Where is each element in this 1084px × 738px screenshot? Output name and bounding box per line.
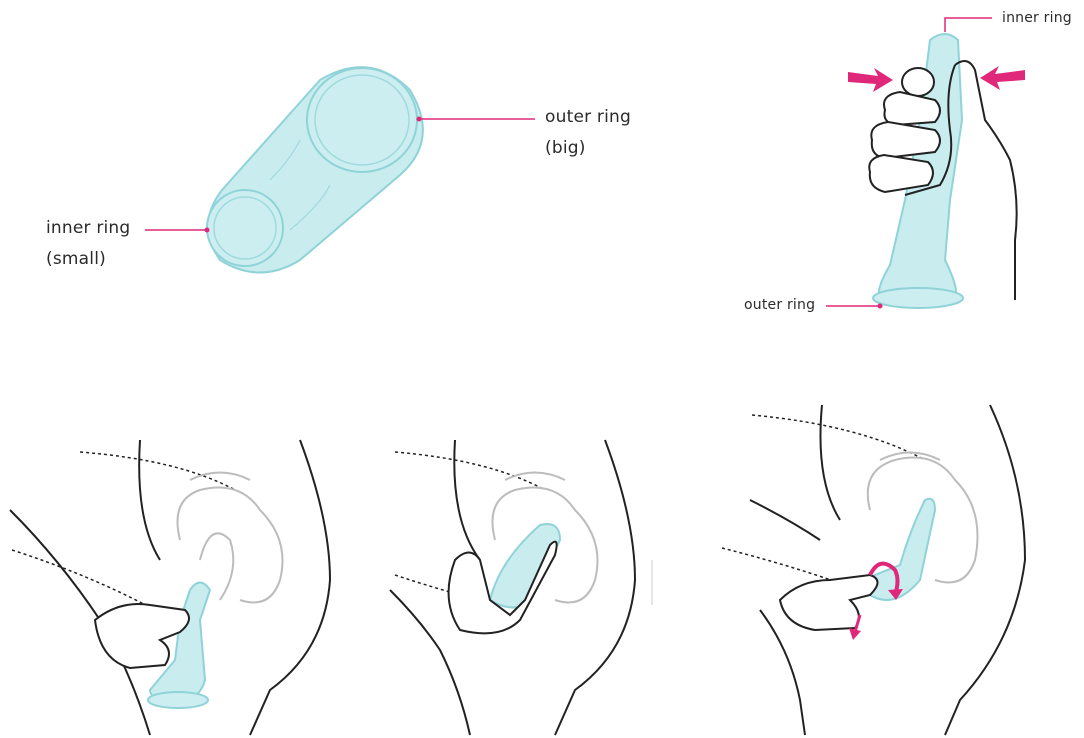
- finger-4: [869, 155, 933, 192]
- squeeze-inner-ring-label: inner ring: [1002, 10, 1072, 28]
- inner-ring-label: inner ring: [46, 218, 130, 239]
- arrow-left-right-icon: [980, 66, 1025, 90]
- inner-ring-size-label: (small): [46, 249, 106, 270]
- arrow-left-right-icon: [848, 68, 893, 92]
- organ-outline: [505, 473, 565, 481]
- outer-ring-base: [873, 288, 963, 308]
- outer-ring-big: [307, 68, 417, 172]
- finger-1: [902, 68, 934, 96]
- outer-ring-label: outer ring: [545, 107, 631, 128]
- dotted-line: [80, 452, 235, 490]
- body-outline: [250, 440, 330, 735]
- squeeze-illustration: [826, 18, 1025, 309]
- insertion-step-1: [10, 440, 330, 735]
- inner-ring-leader-dot: [205, 228, 210, 233]
- organ-outline: [880, 453, 940, 461]
- inner-ring-leader-line: [945, 18, 992, 32]
- outer-ring-base: [148, 692, 208, 708]
- body-outline: [750, 500, 820, 540]
- arrow-down-icon: [849, 628, 861, 640]
- condom-rings-illustration: [145, 67, 535, 272]
- insertion-step-3: [722, 405, 1025, 735]
- outer-ring-leader-dot: [417, 117, 422, 122]
- squeeze-outer-ring-label: outer ring: [744, 297, 815, 315]
- inner-ring-small: [207, 190, 283, 266]
- outer-ring-leader-dot: [878, 304, 883, 309]
- body-outline: [820, 405, 840, 520]
- hand-outline: [955, 61, 1017, 300]
- body-outline: [760, 610, 805, 735]
- hand-outline: [780, 575, 878, 630]
- body-outline: [454, 440, 480, 560]
- dotted-line: [12, 550, 155, 610]
- body-outline: [945, 405, 1025, 735]
- body-outline: [139, 440, 160, 560]
- dotted-line: [395, 452, 545, 490]
- body-outline: [555, 440, 635, 735]
- insertion-step-2: [390, 440, 652, 735]
- outer-ring-size-label: (big): [545, 138, 586, 159]
